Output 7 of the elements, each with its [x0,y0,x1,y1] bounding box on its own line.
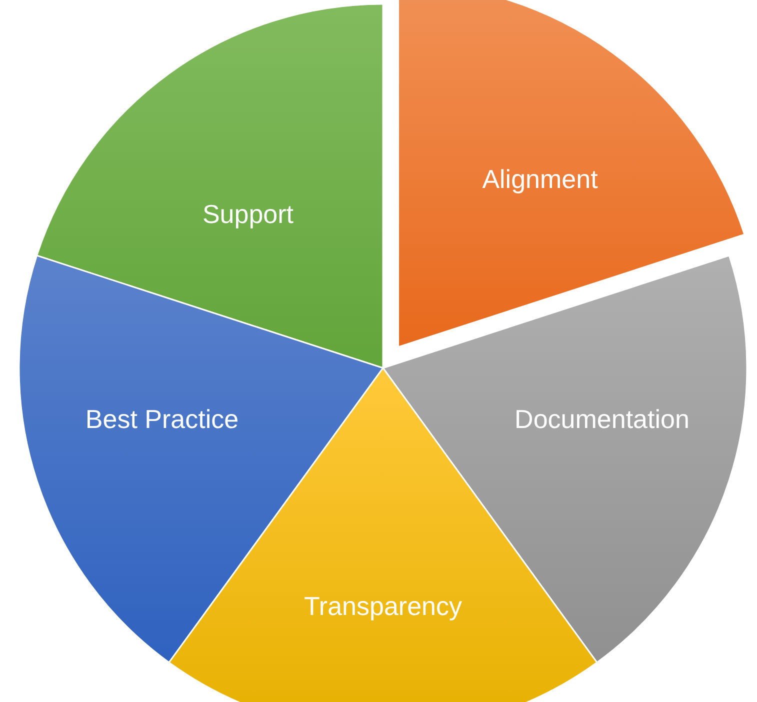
slice-label: Alignment [482,164,598,194]
slice-label: Best Practice [85,404,239,434]
slice-label: Documentation [514,404,690,434]
slice-label: Transparency [304,590,462,621]
pie-slice [398,0,746,348]
slice-label: Support [202,198,294,229]
pie-slice [36,3,384,369]
